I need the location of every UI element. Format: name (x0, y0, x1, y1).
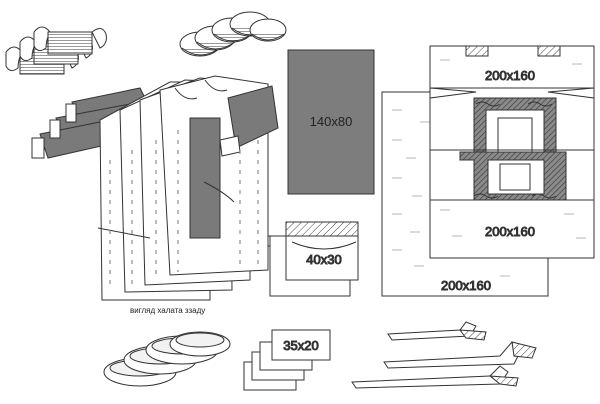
drape-200x160-top-label: 200x160 (485, 68, 535, 83)
shoe-covers-icon (103, 331, 231, 387)
towel-40x30-label: 40x30 (306, 252, 341, 267)
surgical-caps-icon (179, 11, 287, 57)
towel-40x30: 40x30 (269, 221, 359, 297)
drape-140x80: 140x80 (287, 49, 375, 195)
surgical-gowns-icon (31, 75, 279, 301)
napkin-35x20-label: 35x20 (283, 338, 318, 353)
adhesive-tapes-icon (351, 321, 537, 389)
napkins-35x20: 35x20 (243, 329, 331, 391)
mask-3 (33, 26, 107, 55)
drape-200x160-mid-label: 200x160 (485, 224, 535, 239)
drape-200x160-stack: 200x160 200x160 200x160 (381, 45, 595, 297)
face-masks-icon (5, 26, 107, 75)
drape-200x160-bottom-label: 200x160 (441, 278, 491, 293)
gown-caption: вигляд халата ззаду (130, 306, 205, 315)
drape-140x80-label: 140x80 (310, 114, 353, 129)
